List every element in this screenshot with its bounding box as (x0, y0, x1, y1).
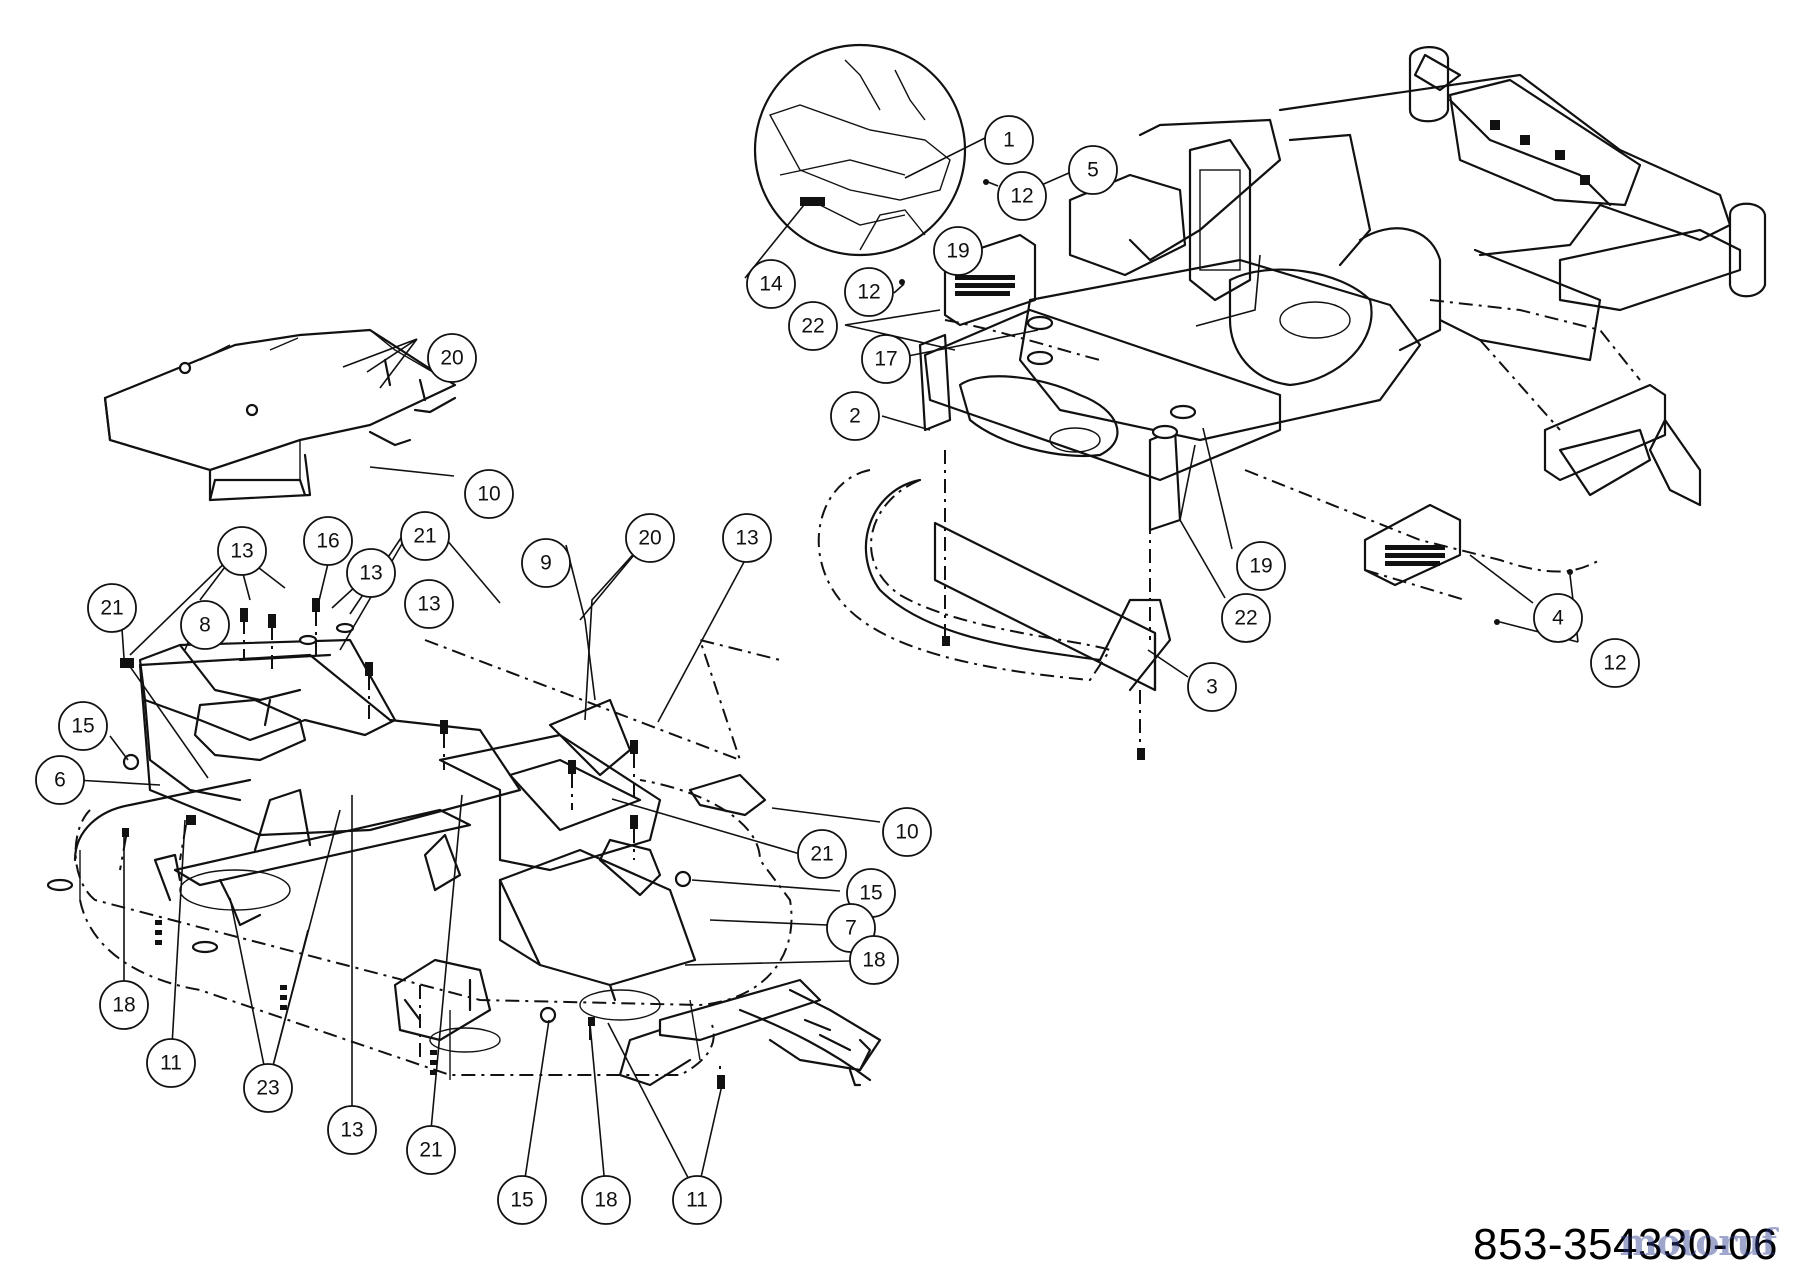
callout-6: 6 (35, 755, 85, 805)
svg-text:15: 15 (859, 882, 882, 905)
callout-20: 20 (427, 333, 477, 383)
callout-18: 18 (99, 980, 149, 1030)
svg-text:18: 18 (112, 994, 135, 1017)
svg-text:12: 12 (857, 281, 880, 304)
callout-10: 10 (882, 807, 932, 857)
callout-22: 22 (788, 301, 838, 351)
svg-text:23: 23 (256, 1077, 279, 1100)
callout-20: 20 (625, 513, 675, 563)
callout-21: 21 (406, 1125, 456, 1175)
svg-text:4: 4 (1552, 607, 1564, 630)
callout-10: 10 (464, 469, 514, 519)
svg-text:13: 13 (417, 593, 440, 616)
detail-inset-circle (753, 43, 967, 257)
callout-13: 13 (327, 1105, 377, 1155)
deck-slots (155, 920, 437, 1075)
svg-text:19: 19 (1249, 555, 1272, 578)
svg-text:5: 5 (1087, 159, 1099, 182)
callout-18: 18 (849, 935, 899, 985)
callout-17: 17 (861, 334, 911, 384)
callout-13: 13 (404, 579, 454, 629)
callout-23: 23 (243, 1063, 293, 1113)
frame-assembly (753, 43, 1767, 760)
callout-11: 11 (146, 1038, 196, 1088)
svg-text:20: 20 (638, 527, 661, 550)
svg-text:10: 10 (895, 821, 918, 844)
svg-text:21: 21 (413, 525, 436, 548)
svg-text:14: 14 (759, 273, 783, 296)
svg-text:13: 13 (230, 540, 253, 563)
callout-12: 12 (844, 267, 894, 317)
svg-text:3: 3 (1206, 676, 1218, 699)
deck-assembly (46, 598, 882, 1089)
callout-15: 15 (497, 1175, 547, 1225)
callout-14: 14 (746, 259, 796, 309)
callout-18: 18 (581, 1175, 631, 1225)
svg-text:16: 16 (316, 530, 339, 553)
callout-12: 12 (1590, 638, 1640, 688)
svg-text:17: 17 (874, 348, 897, 371)
svg-text:13: 13 (359, 562, 382, 585)
watermark-logo: motoruf (1619, 1222, 1777, 1264)
callout-21: 21 (87, 583, 137, 633)
callout-1: 1 (984, 115, 1034, 165)
vent-slots-left (955, 275, 1015, 296)
svg-text:12: 12 (1010, 185, 1033, 208)
callout-3: 3 (1187, 662, 1237, 712)
svg-text:21: 21 (810, 843, 833, 866)
hood-cover (103, 328, 457, 502)
svg-text:22: 22 (1234, 607, 1257, 630)
svg-text:10: 10 (477, 483, 500, 506)
svg-text:15: 15 (510, 1189, 533, 1212)
svg-text:9: 9 (540, 552, 552, 575)
svg-text:11: 11 (686, 1189, 708, 1212)
svg-text:18: 18 (862, 949, 885, 972)
callout-22: 22 (1221, 593, 1271, 643)
svg-text:13: 13 (340, 1119, 363, 1142)
callouts: 1 5 12 19 14 12 22 17 2 19 22 3 4 12 20 … (35, 115, 1640, 1225)
callout-21: 21 (797, 829, 847, 879)
svg-text:21: 21 (100, 597, 123, 620)
svg-text:1: 1 (1003, 129, 1015, 152)
svg-text:7: 7 (845, 917, 857, 940)
svg-text:20: 20 (440, 347, 463, 370)
callout-16: 16 (303, 516, 353, 566)
callout-4: 4 (1533, 593, 1583, 643)
svg-text:19: 19 (946, 240, 969, 263)
callout-13: 13 (217, 526, 267, 576)
callout-2: 2 (830, 391, 880, 441)
callout-13: 13 (722, 513, 772, 563)
svg-text:22: 22 (801, 315, 824, 338)
callout-8: 8 (180, 600, 230, 650)
callout-9: 9 (521, 538, 571, 588)
svg-text:15: 15 (71, 715, 94, 738)
document-number: 853-354330-06 (1473, 1220, 1778, 1269)
callout-19: 19 (933, 226, 983, 276)
callout-19: 19 (1236, 541, 1286, 591)
callout-5: 5 (1068, 145, 1118, 195)
svg-text:2: 2 (849, 405, 861, 428)
callout-21: 21 (400, 511, 450, 561)
callout-13: 13 (346, 548, 396, 598)
svg-text:11: 11 (160, 1052, 182, 1075)
callout-11: 11 (672, 1175, 722, 1225)
svg-text:12: 12 (1603, 652, 1626, 675)
svg-text:13: 13 (735, 527, 758, 550)
callout-15: 15 (58, 701, 108, 751)
svg-text:8: 8 (199, 614, 211, 637)
svg-text:18: 18 (594, 1189, 617, 1212)
callout-12: 12 (997, 171, 1047, 221)
svg-text:21: 21 (419, 1139, 442, 1162)
vent-slots-right (1385, 545, 1445, 566)
svg-text:6: 6 (54, 769, 66, 792)
